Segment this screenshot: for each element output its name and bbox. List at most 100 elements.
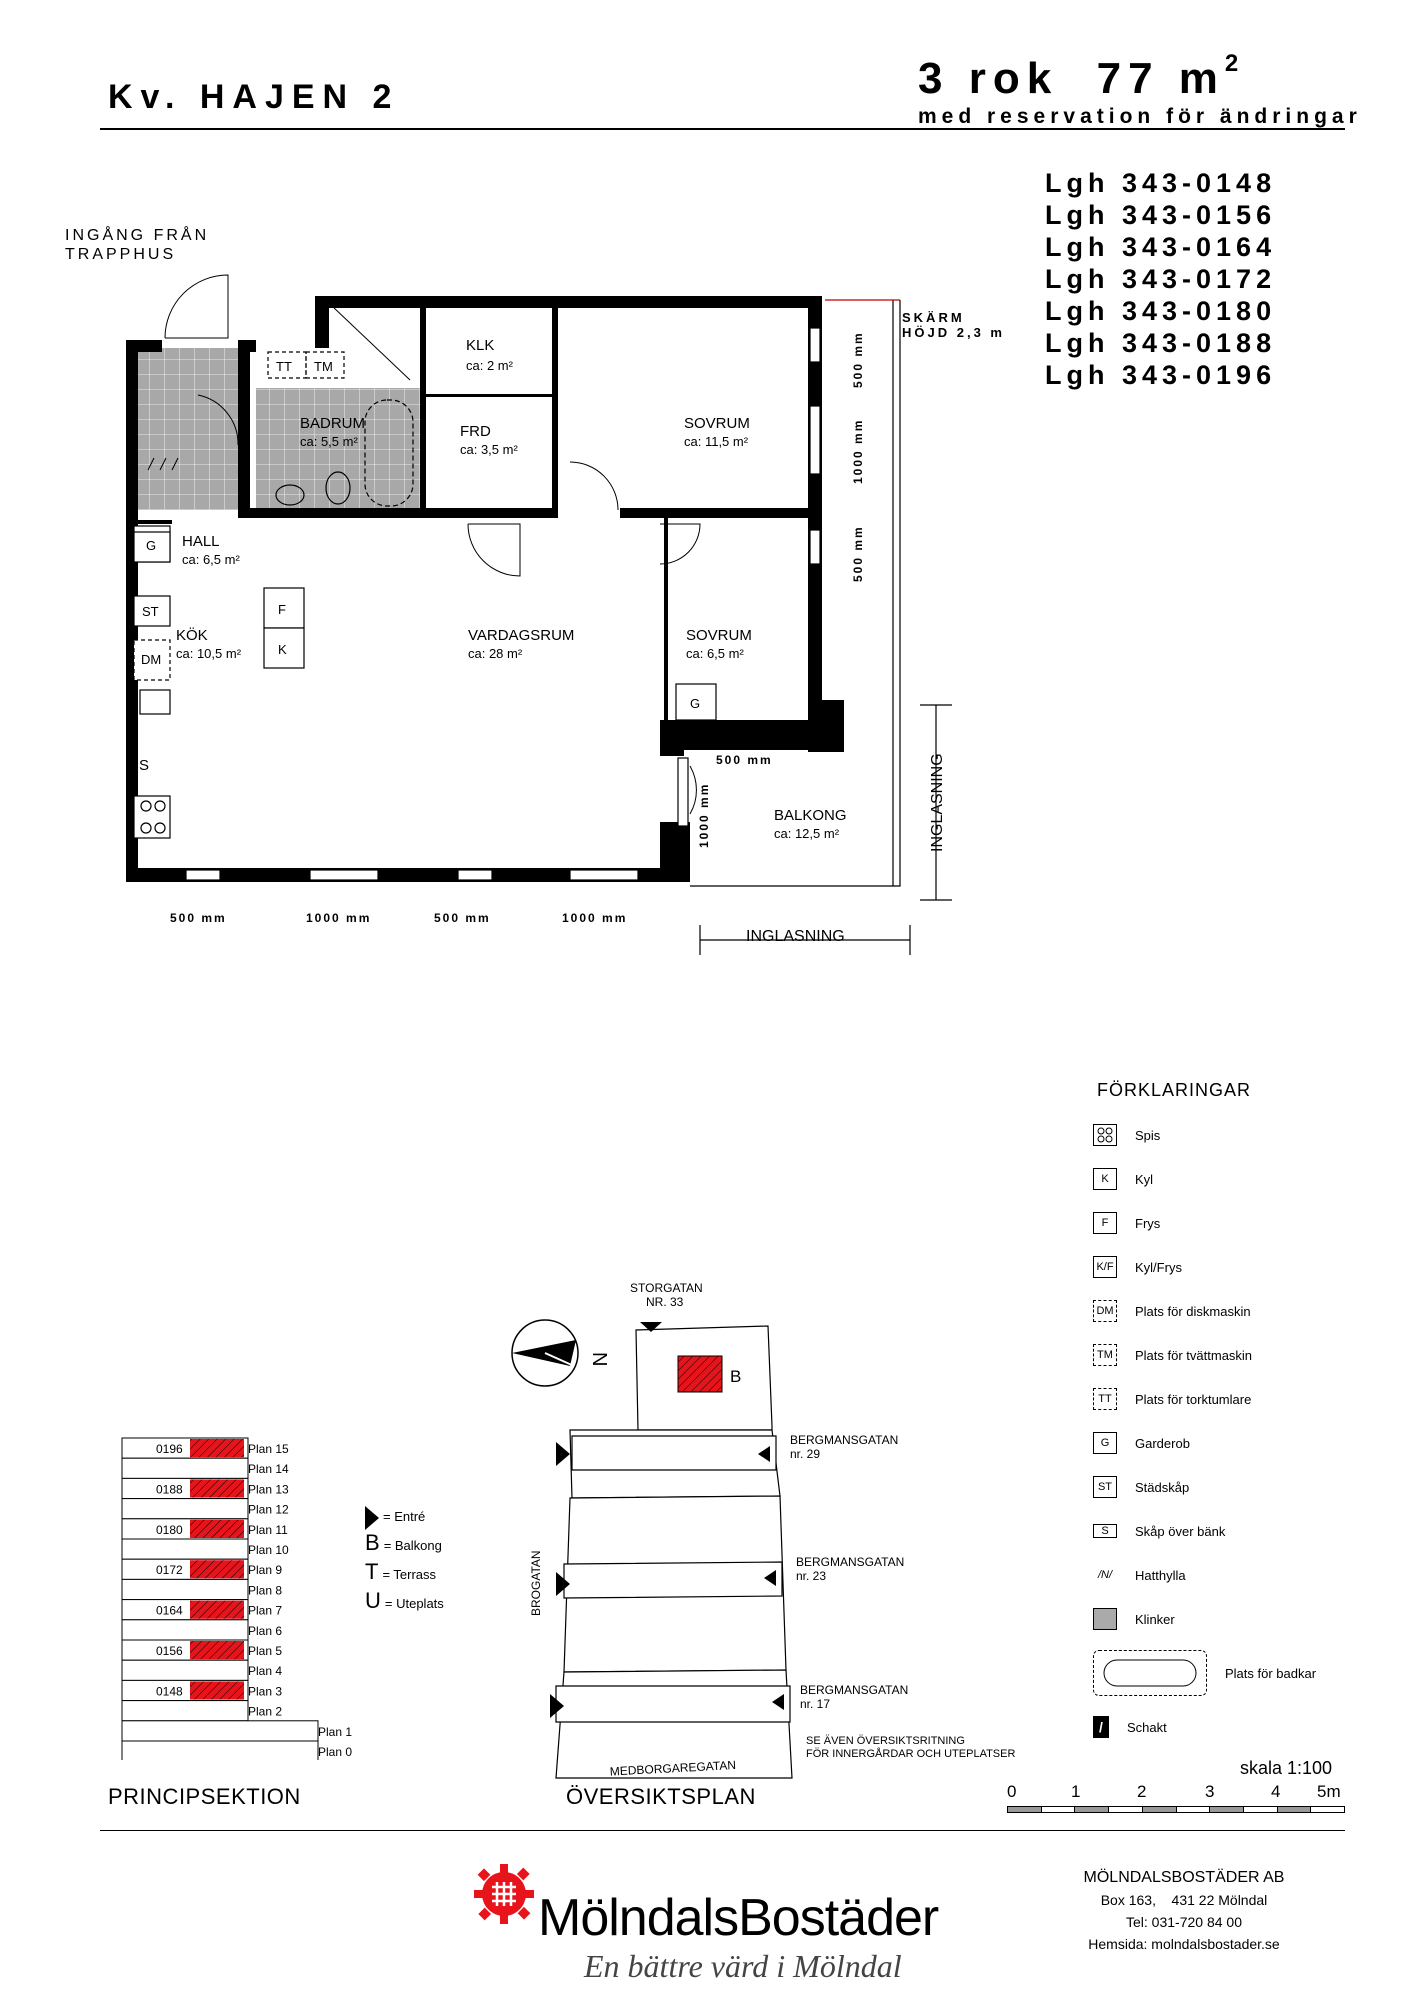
apartment-number: Lgh 343-0156 — [1045, 200, 1277, 230]
wardrobe-icon: G — [1093, 1432, 1117, 1454]
tt-label: TT — [276, 359, 292, 374]
window-dimension: 1000 mm — [306, 911, 371, 925]
section-apartment-number: 0164 — [156, 1604, 183, 1618]
street-name: MEDBORGAREGATAN — [609, 1758, 736, 1779]
legend-item: Spis — [1093, 1113, 1316, 1157]
site-key-symbol: T — [365, 1559, 379, 1584]
section-plan-label: Plan 14 — [248, 1462, 289, 1476]
section-plan-label: Plan 13 — [248, 1482, 289, 1496]
company-logo-icon — [474, 1864, 534, 1924]
site-key-item: U= Uteplats — [365, 1588, 444, 1617]
site-key-label: = Balkong — [383, 1538, 442, 1553]
scale-tick: 3 — [1205, 1782, 1215, 1801]
room-area: ca: 28 m² — [468, 646, 523, 661]
section-apartment-number: 0172 — [156, 1563, 183, 1577]
tm-label: TM — [314, 359, 333, 374]
company-website: Hemsida: molndalsbostader.se — [1088, 1936, 1280, 1952]
legend-label: Städskåp — [1135, 1479, 1190, 1495]
stove-icon — [1093, 1124, 1117, 1146]
balcony-marker: B — [730, 1367, 741, 1386]
washing-machine-icon: TM — [1093, 1344, 1117, 1366]
bathroom-fixtures — [267, 351, 414, 507]
room-area: ca: 6,5 m² — [686, 646, 744, 661]
section-floor-row: Plan 8 — [121, 1578, 282, 1601]
site-key-label: = Terrass — [382, 1567, 437, 1582]
site-key-item: = Entré — [365, 1504, 444, 1530]
header-divider — [100, 128, 1345, 130]
section-plan-label: Plan 9 — [248, 1563, 282, 1577]
scale-tick: 0 — [1007, 1782, 1017, 1801]
legend-item: /Schakt — [1093, 1705, 1316, 1749]
section-plan-label: Plan 0 — [318, 1745, 352, 1759]
glazing-label: INGLASNING — [746, 928, 845, 945]
entrance-arrow-icon — [365, 1505, 379, 1530]
s-label: S — [139, 757, 149, 774]
apartment-number: Lgh 343-0196 — [1045, 360, 1277, 390]
section-floor-row: Plan 2 — [121, 1700, 282, 1722]
legend-item: Klinker — [1093, 1597, 1316, 1641]
entrance-arrow-icon — [758, 1446, 770, 1462]
reservation-note: med reservation för ändringar — [918, 105, 1362, 128]
scale-ticks: 0 1 2 3 4 5m — [1007, 1782, 1345, 1802]
site-note: FÖR INNERGÅRDAR OCH UTEPLATSER — [806, 1747, 1015, 1760]
apartment-area: 77 m — [1096, 54, 1225, 103]
room-area: ca: 6,5 m² — [182, 552, 240, 567]
site-key-symbol: U — [365, 1588, 381, 1613]
fridge-icon: K — [1093, 1168, 1117, 1190]
fixture-labels: TT TM G ST DM S F K G — [139, 359, 700, 774]
apartment-number: Lgh 343-0148 — [1045, 168, 1277, 198]
dishwasher-icon: DM — [1093, 1300, 1117, 1322]
room-name: FRD — [460, 423, 491, 440]
street-name: BERGMANSGATAN — [796, 1555, 904, 1569]
window-dimension: 500 mm — [434, 911, 491, 925]
window-dimension: 500 mm — [170, 911, 227, 925]
legend-label: Schakt — [1127, 1719, 1167, 1735]
freezer-icon: F — [1093, 1212, 1117, 1234]
site-plan: N B STORGATAN NR. 33 BERGMANSGATAN nr. 2… — [511, 1281, 1015, 1779]
windows — [185, 327, 821, 881]
company-address: Box 163, 431 22 Mölndal — [1100, 1892, 1268, 1908]
g-label: G — [146, 538, 156, 553]
site-key-item: T= Terrass — [365, 1559, 444, 1588]
site-note: SE ÄVEN ÖVERSIKTSRITNING — [806, 1735, 965, 1747]
dm-label: DM — [141, 652, 161, 667]
site-key-label: = Entré — [383, 1509, 426, 1524]
dimension-labels: 500 mm 1000 mm 500 mm 1000 mm 500 mm 500… — [170, 331, 865, 925]
section-plan-label: Plan 2 — [248, 1705, 282, 1719]
legend-label: Plats för diskmaskin — [1135, 1303, 1251, 1319]
legend-label: Plats för tvättmaskin — [1135, 1347, 1253, 1363]
apartment-number-list: Lgh 343-0148 Lgh 343-0156 Lgh 343-0164 L… — [1045, 167, 1276, 391]
g-label: G — [690, 696, 700, 711]
fridge-freezer-icon: K/F — [1093, 1256, 1117, 1278]
entrance-arrow-icon — [772, 1694, 784, 1710]
screen-note: SKÄRM HÖJD 2,3 m — [902, 310, 1005, 340]
north-label: N — [588, 1352, 610, 1366]
room-area: ca: 3,5 m² — [460, 442, 518, 457]
balcony-outline — [690, 299, 952, 955]
legend-label: Klinker — [1135, 1611, 1175, 1627]
section-title: PRINCIPSEKTION — [108, 1784, 301, 1809]
section-floor-row: Plan 14 — [121, 1457, 289, 1479]
section-apartment-marker — [190, 1439, 244, 1458]
section-floor-row: Plan 1 — [121, 1720, 352, 1742]
section-plan-label: Plan 1 — [318, 1725, 352, 1739]
scale-label: skala 1:100 — [1240, 1758, 1333, 1778]
f-label: F — [278, 602, 286, 617]
apartment-number: Lgh 343-0164 — [1045, 232, 1277, 262]
apartment-marker — [677, 1355, 723, 1393]
section-plan-label: Plan 15 — [248, 1442, 289, 1456]
apartment-number: Lgh 343-0188 — [1045, 328, 1277, 358]
window-dimension: 1000 mm — [562, 911, 627, 925]
entrance-arrow-icon — [556, 1572, 570, 1596]
room-name: HALL — [182, 533, 220, 550]
floor-plan: TT TM G ST DM S F K G KLK ca: 2 m² BADRU… — [126, 274, 952, 955]
room-labels: KLK ca: 2 m² BADRUM ca: 5,5 m² FRD ca: 3… — [176, 337, 847, 841]
entrance-arrow-icon — [550, 1694, 564, 1718]
company-logo-text: MölndalsBostäder — [538, 1889, 939, 1947]
room-area: ca: 10,5 m² — [176, 646, 242, 661]
